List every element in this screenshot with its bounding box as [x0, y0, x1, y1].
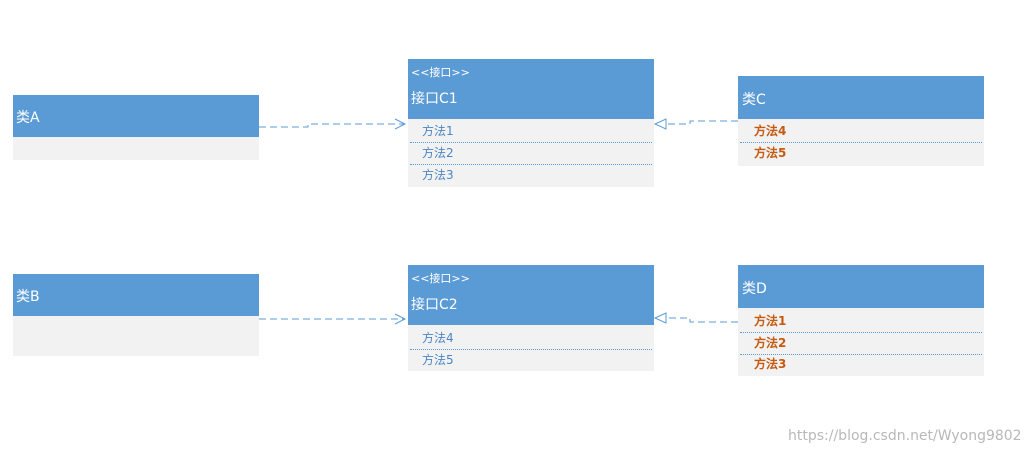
class-c-methods: 方法4 方法5: [738, 119, 984, 166]
method-row: 方法1: [740, 310, 982, 333]
class-b-header: 类B: [13, 274, 259, 316]
class-d[interactable]: 类D 方法1 方法2 方法3: [738, 265, 984, 376]
realization-arrow-d-c2: [653, 312, 738, 324]
interface-c1-title: 接口C1: [411, 91, 458, 107]
interface-c1-methods: 方法1 方法2 方法3: [408, 119, 654, 187]
interface-c1-header: <<接口>> 接口C1: [408, 59, 654, 119]
class-d-header: 类D: [738, 265, 984, 308]
interface-c2-methods: 方法4 方法5: [408, 325, 654, 371]
method-row: 方法4: [410, 327, 652, 350]
watermark: https://blog.csdn.net/Wyong9802: [788, 428, 1022, 444]
method-row: 方法5: [754, 146, 787, 160]
method-row: 方法2: [410, 142, 652, 165]
method-row: 方法3: [422, 168, 454, 182]
dependency-arrow-a-c1: [259, 118, 407, 130]
method-row: 方法1: [410, 120, 652, 143]
dependency-arrow-b-c2: [259, 313, 407, 325]
class-b[interactable]: 类B: [13, 274, 259, 356]
class-c-title: 类C: [742, 92, 766, 108]
method-row: 方法3: [754, 357, 787, 371]
class-d-title: 类D: [742, 281, 767, 297]
class-a[interactable]: 类A: [13, 95, 259, 160]
class-a-header: 类A: [13, 95, 259, 137]
realization-arrow-c-c1: [653, 118, 738, 130]
class-c[interactable]: 类C 方法4 方法5: [738, 76, 984, 166]
interface-c2-title: 接口C2: [411, 297, 458, 313]
interface-c2[interactable]: <<接口>> 接口C2 方法4 方法5: [408, 265, 654, 371]
method-row: 方法4: [740, 120, 982, 143]
class-b-title: 类B: [16, 289, 40, 305]
class-c-header: 类C: [738, 76, 984, 119]
class-a-title: 类A: [16, 110, 40, 126]
method-row: 方法5: [422, 353, 454, 367]
interface-c1[interactable]: <<接口>> 接口C1 方法1 方法2 方法3: [408, 59, 654, 187]
interface-c1-stereotype: <<接口>>: [411, 66, 470, 79]
interface-c2-header: <<接口>> 接口C2: [408, 265, 654, 325]
class-b-body: [13, 316, 259, 356]
interface-c2-stereotype: <<接口>>: [411, 272, 470, 285]
class-a-body: [13, 137, 259, 160]
method-row: 方法2: [740, 332, 982, 355]
class-d-methods: 方法1 方法2 方法3: [738, 308, 984, 376]
